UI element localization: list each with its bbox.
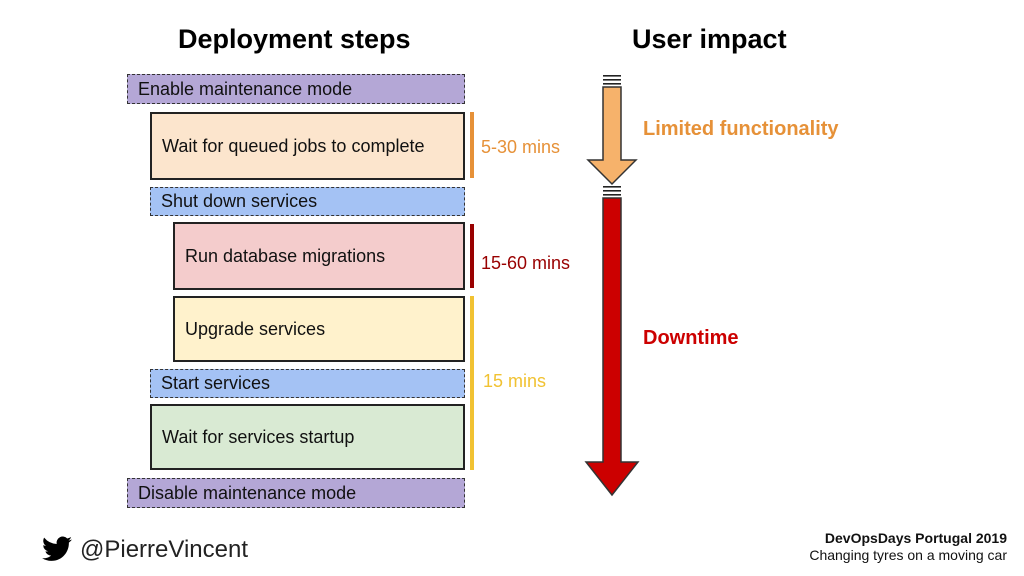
duration-label-startup: 15 mins	[483, 371, 547, 391]
step-shut-down-services: Shut down services	[150, 187, 465, 216]
deployment-steps-heading: Deployment steps	[178, 24, 411, 54]
duration-bar-jobs	[470, 112, 474, 178]
step-enable-maintenance: Enable maintenance mode	[127, 74, 465, 104]
duration-bar-startup	[470, 296, 474, 470]
step-start-services: Start services	[150, 369, 465, 398]
footer-event: DevOpsDays Portugal 2019	[824, 530, 1007, 546]
twitter-handle: @PierreVincent	[80, 536, 248, 563]
downtime-arrow-icon	[584, 186, 640, 497]
duration-bar-migrations	[470, 224, 474, 288]
step-wait-services-startup: Wait for services startup	[150, 404, 465, 470]
duration-label-jobs: 5-30 mins	[481, 137, 561, 157]
twitter-bird-icon	[42, 536, 72, 561]
limited-functionality-label: Limited functionality	[643, 118, 839, 140]
step-run-db-migrations: Run database migrations	[173, 222, 465, 290]
step-wait-queued-jobs: Wait for queued jobs to complete	[150, 112, 465, 180]
footer-talk: Changing tyres on a moving car	[809, 547, 1007, 563]
impact-arrows	[584, 75, 640, 497]
step-disable-maintenance: Disable maintenance mode	[127, 478, 465, 508]
downtime-label: Downtime	[643, 327, 739, 349]
limited-functionality-arrow-icon	[586, 75, 638, 186]
step-upgrade-services: Upgrade services	[173, 296, 465, 362]
duration-label-migrations: 15-60 mins	[481, 253, 571, 273]
user-impact-heading: User impact	[632, 24, 787, 54]
